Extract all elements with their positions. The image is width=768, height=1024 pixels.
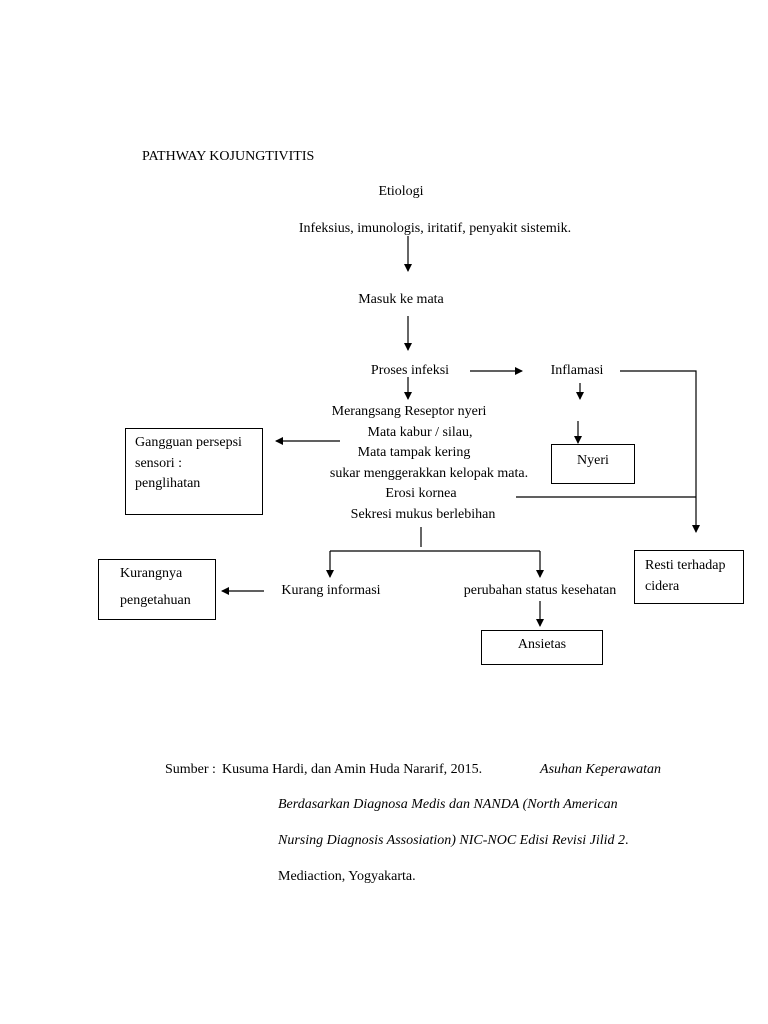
- symptom-line: sukar menggerakkan kelopak mata.: [329, 466, 529, 481]
- node-etiologi: Etiologi: [378, 184, 424, 199]
- gangguan-line: sensori :: [135, 456, 183, 471]
- source-line-1: Kusuma Hardi, dan Amin Huda Nararif, 201…: [222, 761, 661, 778]
- symptom-line: Mata kabur / silau,: [367, 425, 473, 440]
- resti-cidera-box: Resti terhadap cidera: [634, 550, 744, 604]
- symptom-line: Merangsang Reseptor nyeri: [331, 404, 487, 419]
- node-kurang-informasi: Kurang informasi: [281, 583, 381, 598]
- source-line-2: Berdasarkan Diagnosa Medis dan NANDA (No…: [278, 796, 618, 813]
- node-proses: Proses infeksi: [370, 363, 450, 378]
- source-authors: Kusuma Hardi, dan Amin Huda Nararif, 201…: [222, 762, 483, 777]
- source-publisher: Mediaction, Yogyakarta.: [278, 869, 416, 884]
- page-title: PATHWAY KOJUNGTIVITIS: [142, 149, 315, 164]
- resti-line: cidera: [645, 579, 680, 594]
- ansietas-box: Ansietas: [481, 630, 603, 665]
- source-title-part1: Asuhan Keperawatan: [540, 762, 661, 777]
- kurangnya-line: pengetahuan: [120, 593, 191, 608]
- kurangnya-line: Kurangnya: [120, 566, 183, 581]
- ansietas-label: Ansietas: [517, 637, 567, 652]
- node-inflamasi: Inflamasi: [550, 363, 604, 378]
- nyeri-label: Nyeri: [577, 453, 609, 468]
- node-causes: Infeksius, imunologis, iritatif, penyaki…: [298, 221, 572, 236]
- source-title-part2: Berdasarkan Diagnosa Medis dan NANDA (No…: [278, 797, 618, 812]
- symptom-line: Erosi kornea: [385, 486, 457, 501]
- gangguan-line: Gangguan persepsi: [135, 435, 242, 450]
- nyeri-box: Nyeri: [551, 444, 635, 484]
- source-label: Sumber :: [165, 762, 216, 777]
- gangguan-persepsi-box: Gangguan persepsi sensori : penglihatan: [125, 428, 263, 515]
- resti-line: Resti terhadap: [645, 558, 726, 573]
- source-line-3: Nursing Diagnosis Assosiation) NIC-NOC E…: [278, 832, 629, 849]
- source-period: .: [625, 833, 629, 848]
- line-inflamasi-to-resti: [620, 370, 700, 533]
- node-perubahan-status: perubahan status kesehatan: [463, 583, 617, 598]
- symptom-line: Mata tampak kering: [357, 445, 471, 460]
- source-title-part3: Nursing Diagnosis Assosiation) NIC-NOC E…: [278, 833, 626, 848]
- kurangnya-pengetahuan-box: Kurangnya pengetahuan: [98, 559, 216, 620]
- node-masuk: Masuk ke mata: [358, 292, 444, 307]
- symptom-line: Sekresi mukus berlebihan: [350, 507, 496, 522]
- gangguan-line: penglihatan: [135, 476, 201, 491]
